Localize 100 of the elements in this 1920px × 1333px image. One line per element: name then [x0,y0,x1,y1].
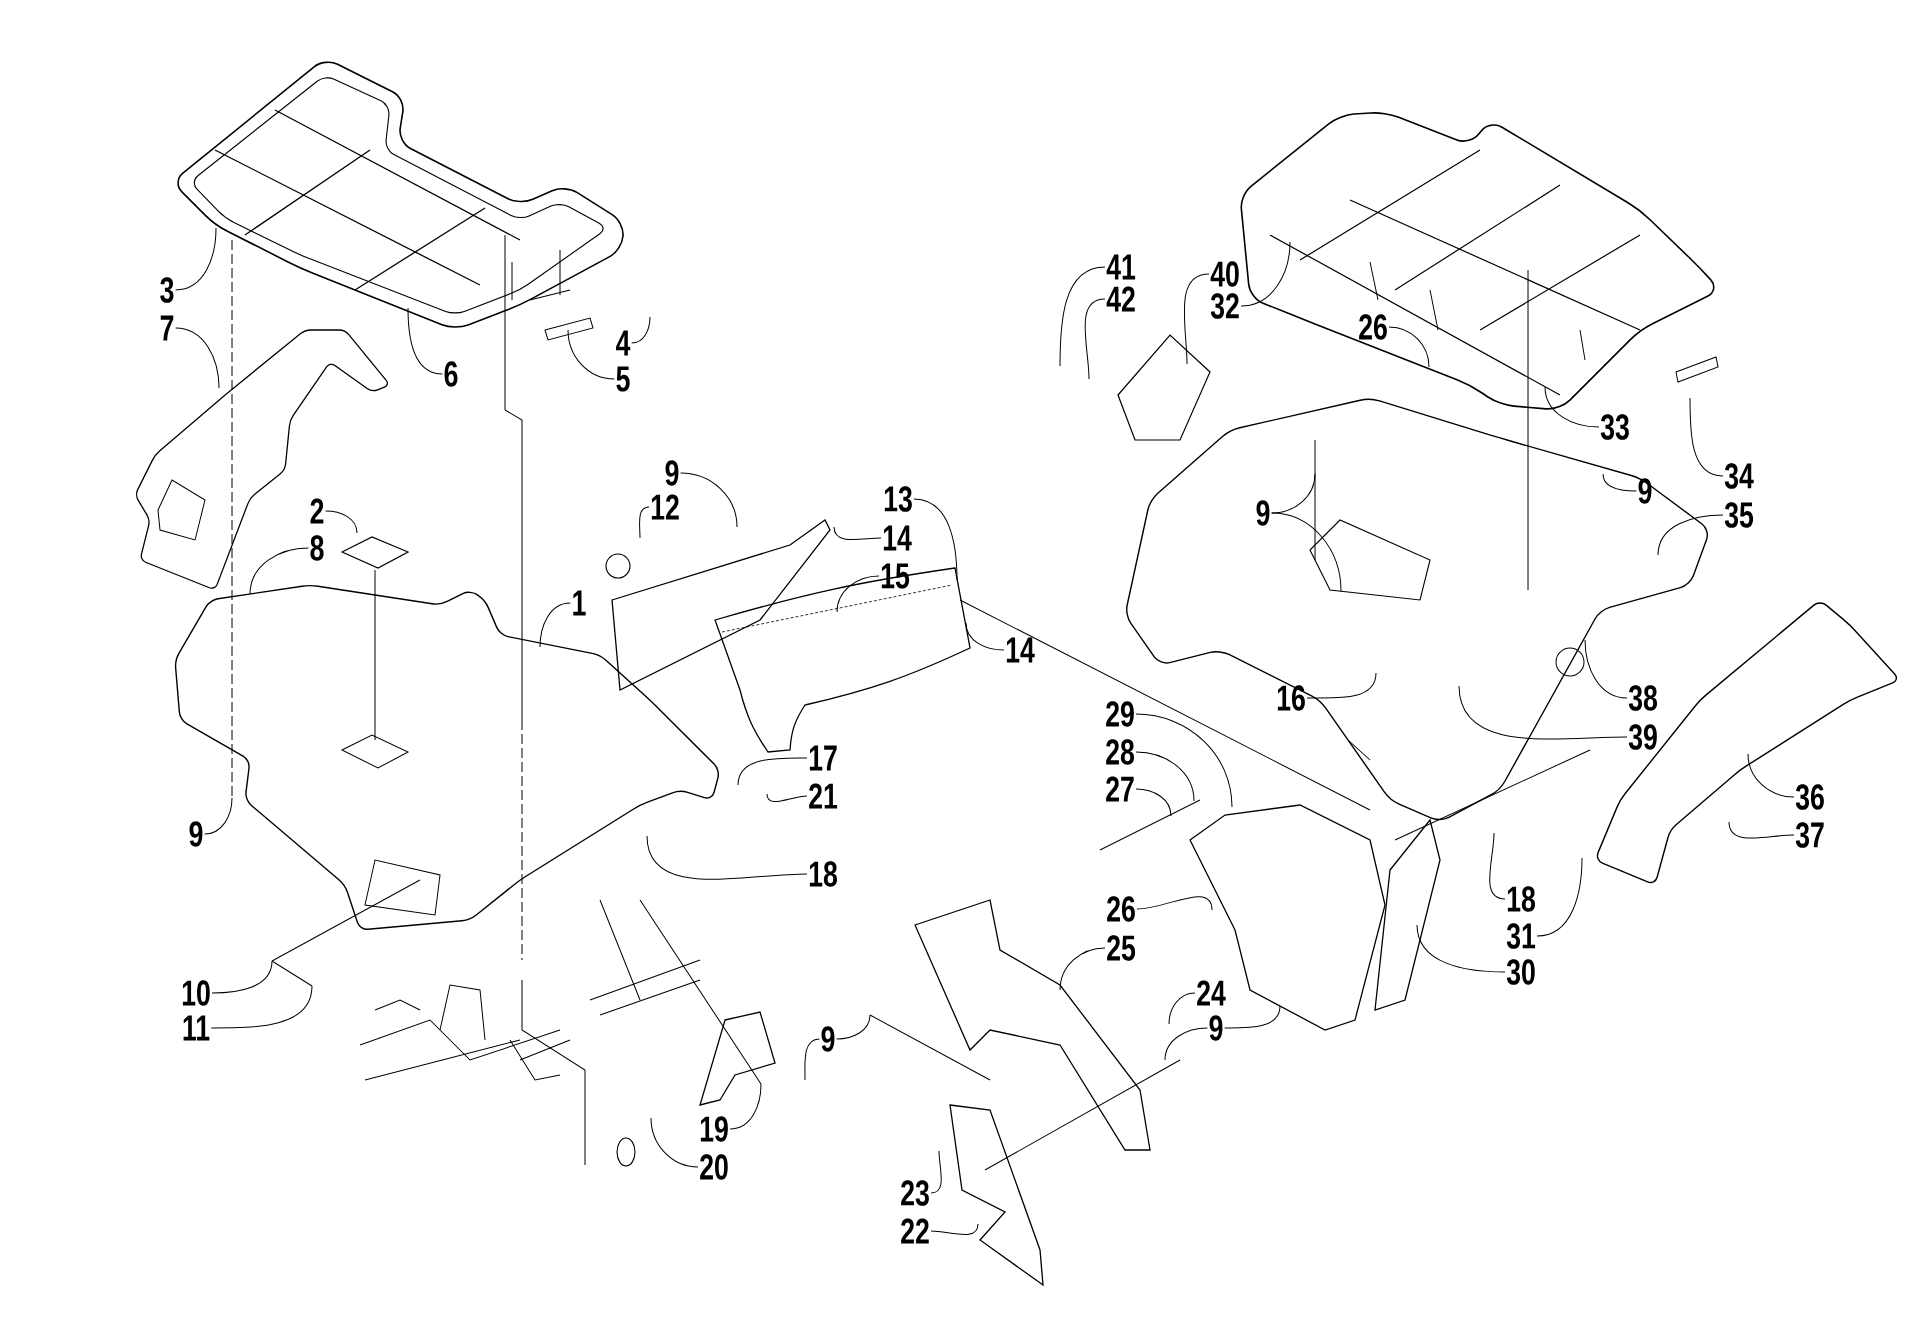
leader-line [211,960,273,994]
leader-line [1168,992,1196,1025]
callout-number: 34 [1724,463,1754,489]
callout-number: 11 [183,1015,210,1041]
callout-number: 28 [1106,739,1134,765]
callout-number: 24 [1197,980,1226,1006]
leader-line [1164,1027,1208,1061]
leader-line [1224,1005,1281,1029]
leader-line [1536,857,1583,937]
callout-number: 18 [1507,886,1535,912]
callout-number: 41 [1106,254,1136,280]
leader-line [836,1014,871,1040]
callout-number: 9 [665,460,679,486]
leader-line [175,327,220,389]
leader-line [1416,924,1506,973]
leader-line [1747,753,1795,798]
leader-line [1728,821,1795,839]
callout-number: 39 [1628,724,1657,750]
leader-line [1388,326,1430,368]
callout-number: 9 [1209,1015,1223,1041]
callout-number: 7 [160,315,174,341]
callout-number: 14 [883,525,912,551]
leader-line [965,622,1005,651]
callout-number: 12 [651,494,679,520]
leader-line [1689,397,1724,477]
callout-number: 8 [310,535,324,561]
leader-line [1544,386,1600,428]
callout-number: 22 [901,1218,929,1244]
callout-number: 19 [700,1116,728,1142]
leader-line [1135,751,1195,802]
leader-line [1135,713,1233,808]
callout-number: 40 [1210,261,1239,287]
leader-line [1240,241,1291,307]
callout-number: 29 [1106,701,1134,727]
leader-line [539,602,571,648]
leader-line [1657,514,1724,556]
callout-number: 20 [700,1154,728,1180]
leader-line [913,498,958,581]
leader-line [729,1083,762,1130]
callout-number: 13 [884,486,912,512]
leader-line [1602,473,1637,492]
callout-number: 26 [1107,896,1135,922]
callout-number: 17 [809,745,837,771]
callout-number: 38 [1628,685,1657,711]
leader-line [1084,298,1106,380]
callout-number: 9 [1256,500,1270,526]
leader-line [833,526,882,541]
callout-number: 21 [809,783,838,809]
callout-number: 42 [1106,286,1135,312]
leader-line [325,510,358,534]
leader-line [1059,266,1106,367]
leader-line [1584,639,1628,699]
leader-line [646,835,808,880]
callout-number: 4 [616,330,631,356]
leader-line [1183,273,1210,365]
leader-line [1059,947,1106,991]
callout-number: 27 [1106,776,1134,802]
callout-number: 9 [1638,478,1652,504]
leader-line [930,1223,979,1235]
leader-line [407,307,443,375]
leader-line [1135,788,1172,817]
callout-number: 1 [573,590,586,616]
leader-line [639,506,650,539]
callout-number: 35 [1724,502,1754,528]
callout-number: 3 [160,277,174,303]
leader-line [1458,685,1628,740]
leader-line [175,227,217,291]
callout-number: 36 [1795,784,1824,810]
callout-number: 30 [1506,959,1535,985]
callout-number: 37 [1795,822,1824,848]
callout-number: 14 [1006,637,1035,663]
leader-line [1306,672,1377,699]
callout-number: 23 [901,1180,929,1206]
callout-number: 6 [444,361,458,387]
leader-line [249,547,309,595]
callout-number: 10 [182,980,210,1006]
callout-number: 33 [1600,414,1629,440]
leader-line [631,316,651,344]
callout-number: 26 [1359,314,1387,340]
callout-number: 9 [189,821,203,847]
callout-number: 18 [809,861,837,887]
leader-line [804,1038,820,1081]
leader-line [650,1117,699,1168]
callout-number: 5 [616,366,630,392]
leader-line [204,797,233,835]
leader-line [210,985,313,1029]
leader-line [1136,896,1213,911]
leader-line [1271,512,1342,592]
leader-line [737,757,808,786]
leader-line [766,793,808,802]
callout-number: 9 [821,1026,835,1052]
callout-number: 16 [1277,685,1305,711]
leader-line [930,1150,942,1194]
callout-number: 31 [1506,923,1536,949]
callout-number: 32 [1210,293,1239,319]
leader-line [567,329,615,380]
leader-line [836,575,880,613]
leader-line [680,472,738,528]
callout-number: 25 [1107,935,1136,961]
callout-number: 2 [310,498,324,524]
